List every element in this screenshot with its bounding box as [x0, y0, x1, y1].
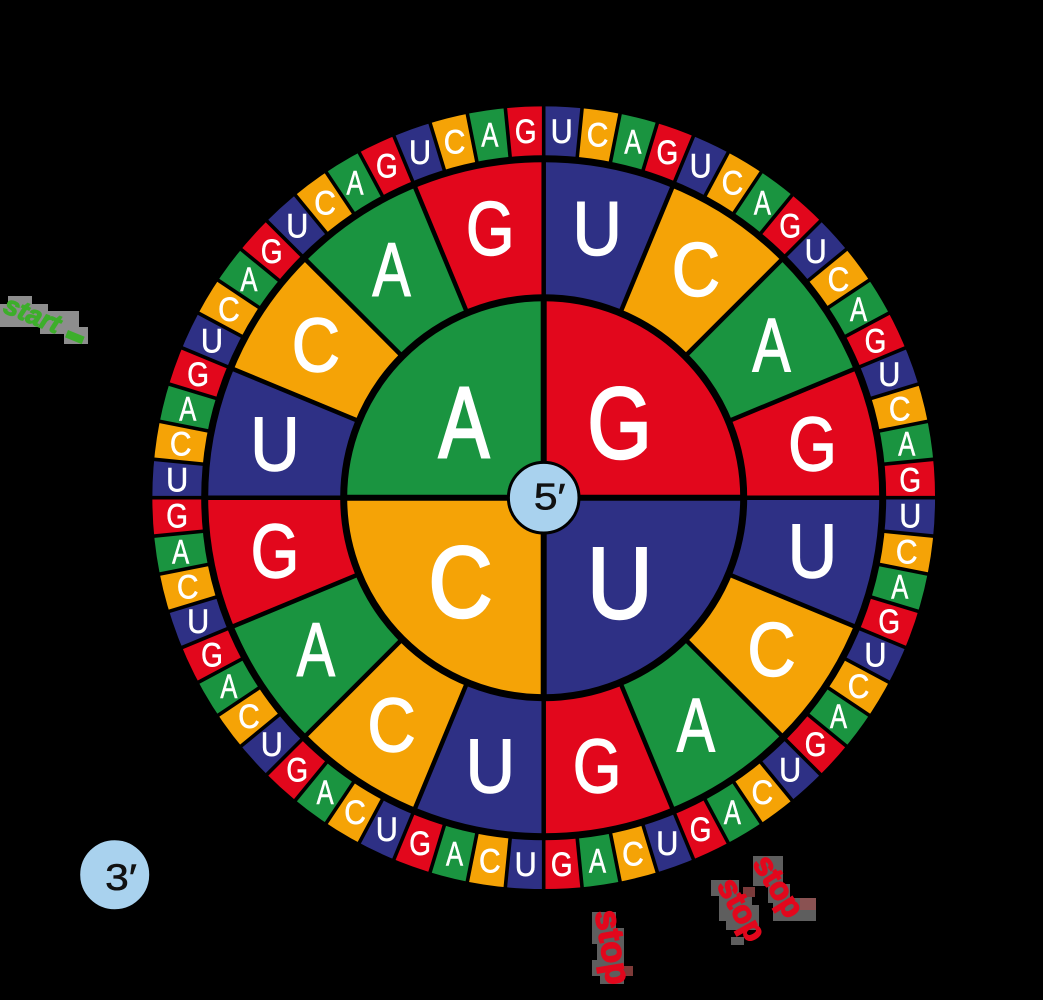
svg-text:C: C — [292, 304, 340, 389]
svg-text:A: A — [830, 699, 847, 736]
svg-text:U: U — [656, 824, 678, 862]
svg-text:A: A — [172, 534, 189, 571]
svg-text:A: A — [347, 165, 364, 202]
svg-text:U: U — [572, 188, 621, 272]
svg-text:5′: 5′ — [534, 477, 566, 518]
svg-text:C: C — [177, 568, 199, 606]
svg-text:U: U — [166, 461, 188, 499]
svg-text:A: A — [220, 669, 237, 706]
svg-text:G: G — [551, 845, 573, 883]
svg-text:C: C — [752, 773, 774, 811]
svg-text:G: G — [466, 186, 514, 271]
svg-text:C: C — [428, 527, 492, 640]
svg-text:U: U — [587, 528, 653, 640]
svg-text:C: C — [587, 116, 609, 154]
svg-text:G: G — [878, 602, 900, 640]
svg-text:A: A — [317, 775, 334, 812]
svg-text:A: A — [898, 426, 915, 463]
svg-text:G: G — [187, 355, 209, 393]
svg-text:U: U — [779, 751, 801, 789]
svg-text:C: C — [238, 697, 260, 735]
svg-text:C: C — [479, 842, 501, 880]
svg-text:A: A — [372, 228, 410, 313]
svg-text:C: C — [314, 184, 336, 222]
svg-text:G: G — [865, 322, 887, 360]
svg-text:A: A — [624, 124, 641, 161]
svg-text:U: U — [690, 147, 712, 185]
svg-text:G: G — [201, 636, 223, 674]
svg-text:G: G — [690, 811, 712, 849]
svg-text:C: C — [218, 290, 240, 328]
svg-text:A: A — [754, 185, 771, 222]
svg-text:C: C — [344, 793, 366, 831]
svg-text:A: A — [724, 795, 741, 832]
svg-text:A: A — [179, 391, 196, 428]
svg-text:G: G — [587, 366, 651, 480]
svg-text:G: G — [251, 508, 299, 593]
svg-text:U: U — [466, 725, 515, 809]
svg-text:G: G — [515, 112, 537, 150]
svg-text:U: U — [261, 725, 283, 763]
svg-text:C: C — [896, 532, 918, 570]
svg-text:U: U — [551, 112, 573, 150]
svg-text:G: G — [779, 207, 801, 245]
svg-text:A: A — [753, 304, 791, 389]
svg-text:U: U — [899, 497, 921, 535]
svg-text:C: C — [367, 684, 415, 769]
svg-text:U: U — [788, 510, 837, 594]
svg-text:G: G — [286, 751, 308, 789]
svg-text:U: U — [878, 355, 900, 393]
svg-text:A: A — [240, 261, 257, 298]
svg-text:U: U — [515, 846, 537, 884]
svg-text:A: A — [850, 291, 867, 328]
svg-text:U: U — [864, 636, 886, 674]
svg-text:C: C — [848, 667, 870, 705]
svg-text:C: C — [747, 608, 795, 693]
svg-text:A: A — [589, 843, 606, 880]
svg-text:C: C — [170, 425, 192, 463]
svg-text:C: C — [889, 389, 911, 427]
svg-text:G: G — [376, 147, 398, 185]
svg-text:G: G — [656, 133, 678, 171]
svg-text:C: C — [672, 228, 720, 313]
svg-text:G: G — [788, 402, 836, 487]
svg-text:A: A — [297, 608, 335, 693]
svg-text:G: G — [166, 497, 188, 535]
svg-text:U: U — [376, 811, 398, 849]
svg-text:3′: 3′ — [105, 858, 137, 899]
svg-text:C: C — [622, 835, 644, 873]
svg-text:G: G — [899, 461, 921, 499]
svg-text:G: G — [261, 232, 283, 270]
svg-text:G: G — [409, 824, 431, 862]
svg-text:C: C — [722, 164, 744, 202]
svg-text:G: G — [573, 724, 621, 809]
svg-text:U: U — [250, 403, 299, 487]
svg-text:U: U — [286, 207, 308, 245]
svg-text:U: U — [187, 603, 209, 641]
svg-text:A: A — [446, 836, 463, 873]
svg-text:A: A — [481, 117, 498, 154]
svg-text:U: U — [201, 322, 223, 360]
svg-text:A: A — [439, 366, 490, 479]
svg-text:A: A — [891, 569, 908, 606]
svg-text:G: G — [805, 725, 827, 763]
svg-text:A: A — [677, 684, 715, 769]
svg-text:U: U — [409, 133, 431, 171]
svg-text:C: C — [444, 123, 466, 161]
svg-text:C: C — [828, 260, 850, 298]
svg-text:U: U — [805, 232, 827, 270]
